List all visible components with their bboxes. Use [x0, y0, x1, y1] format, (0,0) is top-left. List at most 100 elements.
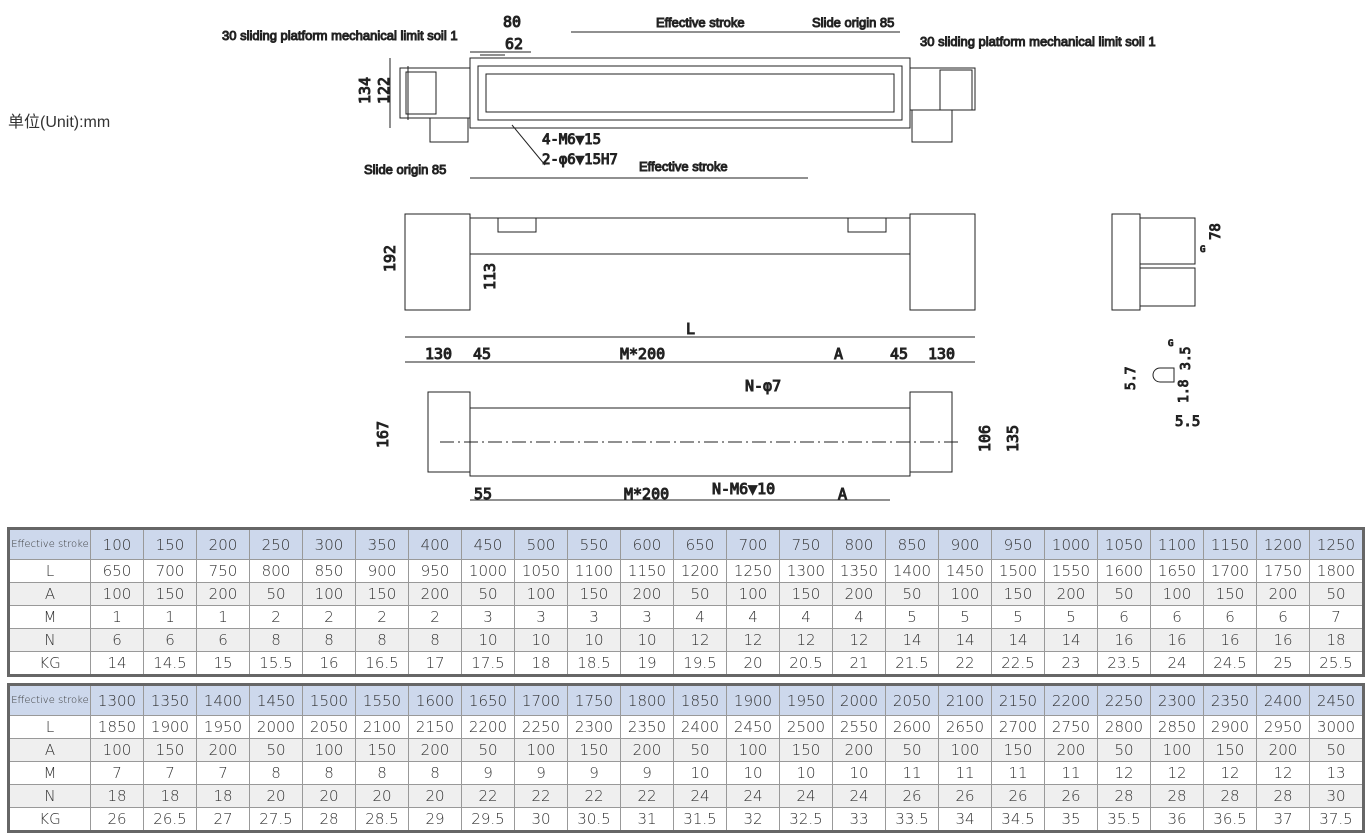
table-cell: 50 [249, 582, 303, 606]
table-cell: 1000 [1044, 528, 1098, 560]
table-cell: 22 [514, 784, 568, 808]
hole-spec-2: 2-φ6▼15H7 [542, 152, 618, 168]
table-cell: 150 [355, 582, 409, 606]
table-cell: 28 [1256, 784, 1310, 808]
side-g-label: G [1200, 245, 1205, 255]
table-cell: 7 [1309, 605, 1364, 629]
table-cell: 6 [1256, 605, 1310, 629]
table-cell: 50 [673, 738, 727, 762]
table-cell: 35.5 [1097, 807, 1151, 832]
table-cell: 4 [673, 605, 727, 629]
dim-130-left: 130 [425, 345, 452, 363]
right-limit-label: 30 sliding platform mechanical limit soi… [920, 34, 1156, 49]
detail-view: G 5.7 3.5 1.8 5.5 [1124, 339, 1201, 431]
table-cell: 1450 [938, 559, 992, 583]
row-label: KG [8, 651, 91, 676]
table-cell: 28 [1097, 784, 1151, 808]
table-cell: 20 [355, 784, 409, 808]
table-cell: 2350 [620, 715, 674, 739]
table-cell: 4 [726, 605, 780, 629]
table-cell: 16 [1256, 628, 1310, 652]
table-cell: 1750 [567, 684, 621, 716]
table-cell: 28 [1150, 784, 1204, 808]
table-cell: 20 [302, 784, 356, 808]
table-cell: 1250 [1309, 528, 1364, 560]
table-cell: 700 [143, 559, 197, 583]
table-cell: 650 [673, 528, 727, 560]
table-cell: 1750 [1256, 559, 1310, 583]
table-cell: 22 [938, 651, 992, 676]
table-cell: 5 [1044, 605, 1098, 629]
table-cell: 30.5 [567, 807, 621, 832]
table-cell: 4 [779, 605, 833, 629]
row-label: N [8, 784, 91, 808]
table-cell: 6 [1203, 605, 1257, 629]
table-cell: 1400 [196, 684, 250, 716]
table-cell: 16.5 [355, 651, 409, 676]
table-cell: 2450 [1309, 684, 1364, 716]
dim-3-5: 3.5 [1179, 347, 1194, 370]
table-cell: 700 [726, 528, 780, 560]
table-cell: 150 [567, 738, 621, 762]
table-cell: 7 [196, 761, 250, 785]
table-cell: 26 [991, 784, 1045, 808]
table-cell: 27.5 [249, 807, 303, 832]
table-cell: 2250 [514, 715, 568, 739]
table-cell: 1 [196, 605, 250, 629]
slot-profile [1152, 367, 1175, 383]
row-label: A [8, 738, 91, 762]
table-cell: 50 [885, 738, 939, 762]
table-cell: 900 [355, 559, 409, 583]
table-cell: 100 [1150, 582, 1204, 606]
table-cell: 2550 [832, 715, 886, 739]
table-cell: 200 [196, 528, 250, 560]
bottom-left-motor [427, 391, 471, 473]
table-cell: 34 [938, 807, 992, 832]
table-cell: 1050 [1097, 528, 1151, 560]
motor-left-inner [405, 71, 437, 115]
table-cell: 28 [1203, 784, 1257, 808]
table-cell: 22 [567, 784, 621, 808]
table-cell: 22 [620, 784, 674, 808]
table-cell: 5 [991, 605, 1045, 629]
dim-5-7: 5.7 [1124, 367, 1139, 390]
table-cell: 2 [355, 605, 409, 629]
table-cell: 2650 [938, 715, 992, 739]
bottom-right-motor [909, 391, 953, 473]
table-cell: 150 [143, 582, 197, 606]
table-cell: 50 [1097, 582, 1151, 606]
table-cell: 2200 [461, 715, 515, 739]
table-cell: 11 [938, 761, 992, 785]
table-cell: 10 [832, 761, 886, 785]
rail-body [469, 57, 911, 129]
table-cell: 20.5 [779, 651, 833, 676]
table-cell: 19 [620, 651, 674, 676]
dim-5-5: 5.5 [1175, 414, 1200, 430]
table-cell: 14 [938, 628, 992, 652]
table-cell: 14 [991, 628, 1045, 652]
table-cell: 150 [991, 738, 1045, 762]
table-cell: 12 [1150, 761, 1204, 785]
table-cell: 34.5 [991, 807, 1045, 832]
table-cell: 100 [514, 582, 568, 606]
table-cell: 11 [991, 761, 1045, 785]
table-cell: 32.5 [779, 807, 833, 832]
table-cell: 2050 [885, 684, 939, 716]
table-cell: 1700 [1203, 559, 1257, 583]
table-cell: 1150 [1203, 528, 1257, 560]
table-cell: 2 [302, 605, 356, 629]
table-cell: 26 [90, 807, 144, 832]
front-slider-left [497, 217, 537, 233]
table-cell: 25 [1256, 651, 1310, 676]
table-cell: 2000 [249, 715, 303, 739]
table-cell: 400 [408, 528, 462, 560]
table-cell: 16 [1203, 628, 1257, 652]
dim-45-right: 45 [890, 345, 908, 363]
table-cell: 50 [673, 582, 727, 606]
table-cell: 850 [885, 528, 939, 560]
front-right-motor [909, 213, 976, 311]
